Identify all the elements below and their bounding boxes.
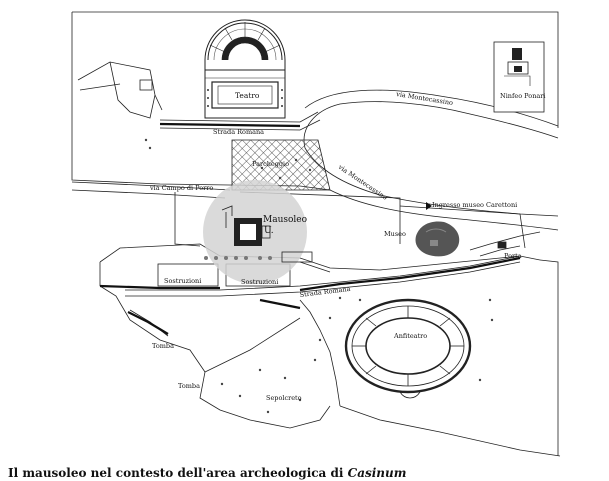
caption-text: Il mausoleo nel contesto dell'area arche… [8,466,344,480]
label-strada-romana-top: Strada Romana [213,128,264,136]
ninfeo-plan [493,41,545,113]
museum-ruins [415,221,460,257]
label-mausoleo-u: U. [264,226,274,236]
map-linework [71,11,561,457]
central-structures [204,251,331,273]
label-via-campo-di-porro: via Campo di Porro [149,184,213,192]
label-porta: Porta [504,252,522,260]
caption-italic: Casinum [347,466,407,480]
label-sostruzioni-left: Sostruzioni [164,277,201,285]
mausoleum-highlight [203,180,307,284]
label-tomba-1: Tomba [152,342,174,350]
label-ninfeo-ponari: Ninfeo Ponari [500,92,545,100]
label-parcheggio: Parcheggio [252,160,289,168]
label-tomba-2: Tomba [178,382,200,390]
label-ingresso-museo: Ingresso museo Carettoni [432,201,517,209]
entrance-marker-icon [426,202,432,210]
label-anfiteatro: Anfiteatro [393,332,427,340]
amphitheatre-plan [344,298,472,399]
label-strada-romana-mid: Strada Romana [299,285,351,299]
figure-caption: Il mausoleo nel contesto dell'area arche… [8,466,603,481]
find-spots [144,138,494,414]
theatre-plan [204,19,286,119]
parking-area [231,139,331,191]
label-teatro: Teatro [235,91,260,100]
label-sostruzioni-right: Sostruzioni [241,278,278,286]
archaeological-map: Teatro Strada Romana Parcheggio via Camp… [71,11,561,457]
label-via-montecassino-top: via Montecassino [395,90,454,107]
label-sepolcreto: Sepolcreto [266,394,302,402]
wall-segments [99,122,521,335]
label-museo: Museo [384,230,406,238]
label-mausoleo: Mausoleo [263,215,307,225]
porta-wall [469,231,541,257]
